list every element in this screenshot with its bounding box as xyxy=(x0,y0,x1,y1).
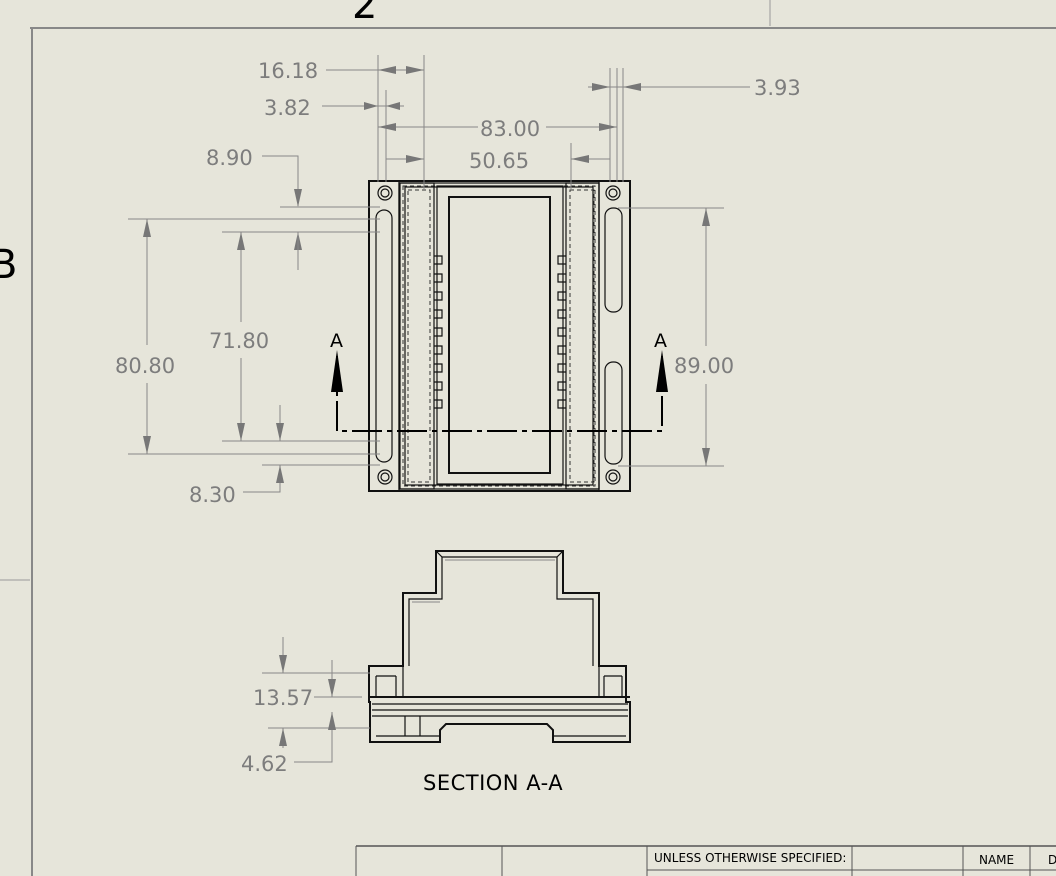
section-arrow-label-right: A xyxy=(654,330,667,352)
zone-number: 2 xyxy=(352,0,377,28)
section-title: SECTION A-A xyxy=(423,771,563,795)
top-view: A A xyxy=(330,180,668,492)
terminal-tabs-left xyxy=(434,255,443,409)
section-arrow-label-left: A xyxy=(330,330,343,352)
dim-13-57: 13.57 xyxy=(253,686,313,710)
dim-71-80: 71.80 xyxy=(209,329,269,353)
dim-89-00: 89.00 xyxy=(674,354,734,378)
tb-unless-specified: UNLESS OTHERWISE SPECIFIED: xyxy=(654,851,846,865)
dim-3-93: 3.93 xyxy=(754,76,801,100)
dim-4-62: 4.62 xyxy=(241,752,288,776)
dim-50-65: 50.65 xyxy=(469,149,529,173)
dim-80-80: 80.80 xyxy=(115,354,175,378)
section-view xyxy=(368,550,631,743)
tb-name-header: NAME xyxy=(979,853,1014,867)
dimension-labels: 16.18 3.82 83.00 3.93 8.90 50.65 71.80 8… xyxy=(115,59,801,776)
dim-8-30: 8.30 xyxy=(189,483,236,507)
dimension-lines xyxy=(128,55,750,493)
terminal-tabs-right xyxy=(557,255,566,409)
dim-3-82: 3.82 xyxy=(264,96,311,120)
dim-83-00: 83.00 xyxy=(480,117,540,141)
zone-letter: B xyxy=(0,242,17,288)
dim-8-90: 8.90 xyxy=(206,146,253,170)
title-block xyxy=(355,845,1056,876)
tb-cut-letter: D xyxy=(1048,853,1056,867)
dim-16-18: 16.18 xyxy=(258,59,318,83)
section-line xyxy=(331,350,668,432)
section-dimension-lines xyxy=(262,637,370,763)
